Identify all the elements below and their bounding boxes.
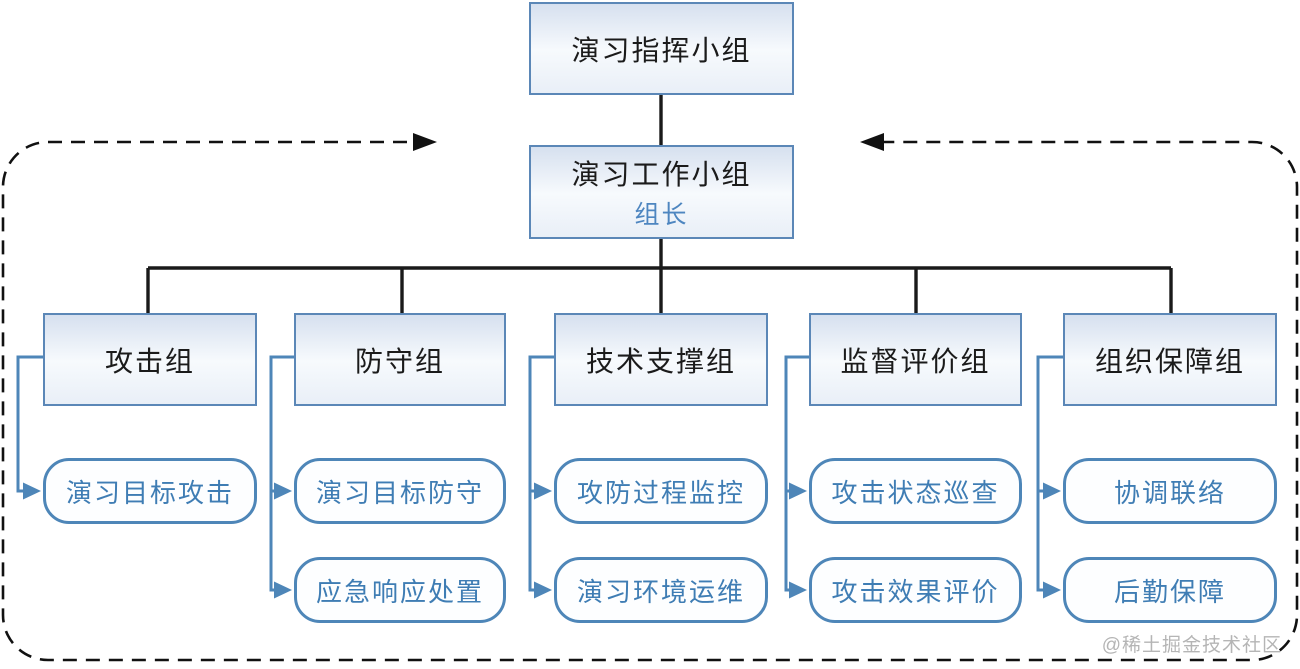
sub-item-label: 演习目标防守 (315, 477, 484, 508)
group-label: 组织保障组 (1094, 345, 1245, 377)
arrowhead-icon (23, 482, 41, 500)
arrowhead-icon (534, 581, 552, 599)
connector-supervision-group (784, 355, 809, 592)
command-group-label: 演习指挥小组 (571, 34, 752, 66)
group-label: 攻击组 (104, 345, 195, 377)
tree-lines (146, 95, 1173, 313)
sub-item-environment-operations: 演习环境运维 (554, 557, 768, 623)
sub-item-label: 攻防过程监控 (576, 477, 745, 508)
watermark-text: @稀土掘金技术社区 (1101, 635, 1282, 656)
sub-item-coordination-liaison: 协调联络 (1063, 458, 1277, 524)
group-box-tech-support: 技术支撑组 (554, 313, 768, 406)
group-box-organization-support: 组织保障组 (1063, 313, 1277, 406)
sub-item-process-monitoring: 攻防过程监控 (554, 458, 768, 524)
group-box-supervision-evaluation: 监督评价组 (809, 313, 1022, 406)
dashed-boundary (1, 140, 1299, 662)
arrowhead-icon (534, 482, 552, 500)
group-box-attack: 攻击组 (43, 313, 257, 406)
sub-item-status-inspection: 攻击状态巡查 (809, 458, 1022, 524)
sub-item-label: 演习目标攻击 (65, 477, 234, 508)
dashed-arrow-right-icon (413, 133, 437, 151)
sub-item-label: 应急响应处置 (315, 576, 484, 607)
sub-item-target-attack: 演习目标攻击 (43, 458, 257, 524)
working-group-label: 演习工作小组 (571, 159, 752, 190)
sub-item-effect-evaluation: 攻击效果评价 (809, 557, 1022, 623)
sub-item-label: 后勤保障 (1113, 576, 1226, 607)
arrowhead-icon (274, 482, 292, 500)
sub-item-target-defense: 演习目标防守 (294, 458, 506, 524)
group-label: 监督评价组 (840, 345, 991, 377)
group-label: 防守组 (354, 345, 445, 377)
command-group-box: 演习指挥小组 (529, 2, 794, 95)
arrowhead-icon (1043, 581, 1061, 599)
sub-item-logistics-support: 后勤保障 (1063, 557, 1277, 623)
group-box-defense: 防守组 (294, 313, 506, 406)
sub-item-label: 攻击状态巡查 (831, 477, 1000, 508)
arrowhead-icon (789, 482, 807, 500)
sub-item-label: 协调联络 (1113, 477, 1226, 508)
working-group-box: 演习工作小组 组长 (529, 145, 794, 239)
arrowhead-icon (789, 581, 807, 599)
working-group-leader-label: 组长 (634, 201, 689, 229)
dashed-arrow-left-icon (860, 133, 884, 151)
connector-tech-support-group (528, 355, 554, 592)
connector-defense-group (269, 355, 294, 592)
arrowhead-icon (1043, 482, 1061, 500)
group-label: 技术支撑组 (585, 345, 736, 377)
sub-item-label: 攻击效果评价 (831, 576, 1000, 607)
sub-item-label: 演习环境运维 (576, 576, 745, 607)
connector-attack-group (16, 355, 43, 493)
connector-org-support-group (1036, 355, 1063, 592)
arrowhead-icon (274, 581, 292, 599)
sub-item-emergency-response: 应急响应处置 (294, 557, 506, 623)
